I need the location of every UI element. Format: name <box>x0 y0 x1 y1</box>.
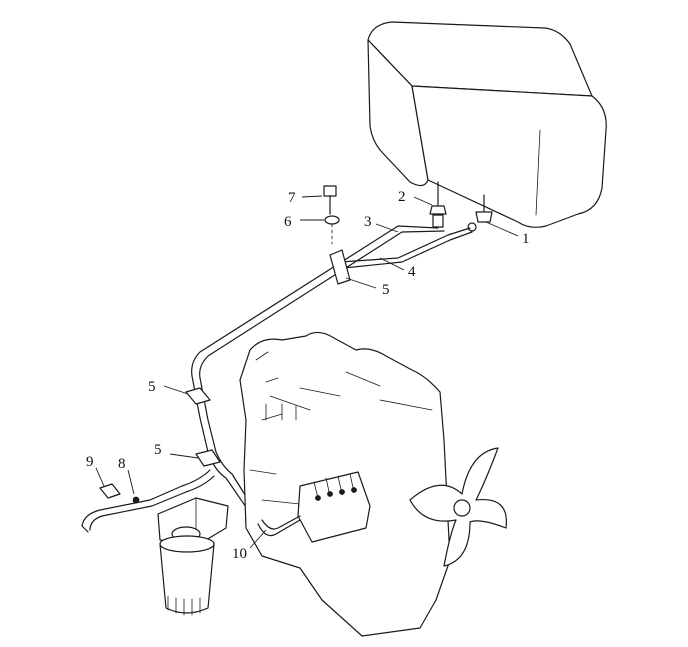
tank-fittings <box>429 181 493 232</box>
callout-3: 3 <box>364 214 372 230</box>
callout-1: 1 <box>522 231 530 247</box>
callout-10: 10 <box>232 546 247 562</box>
callout-7: 7 <box>288 190 296 206</box>
bolt-and-washer <box>323 185 340 245</box>
callout-9: 9 <box>86 454 94 470</box>
callout-2: 2 <box>398 189 406 205</box>
fuel-filter <box>157 497 229 616</box>
callout-labels: 1 2 3 4 5 5 5 6 7 8 9 10 <box>86 189 530 562</box>
filter-fittings <box>99 483 140 504</box>
callout-8: 8 <box>118 456 126 472</box>
callout-4: 4 <box>408 264 416 280</box>
engine-block <box>239 331 508 637</box>
callout-5-middle: 5 <box>148 379 156 395</box>
callout-5-lower: 5 <box>154 442 162 458</box>
callout-6: 6 <box>284 214 292 230</box>
callout-5-upper: 5 <box>382 282 390 298</box>
pipe-clamps <box>185 249 351 467</box>
fuel-tank <box>367 21 607 228</box>
